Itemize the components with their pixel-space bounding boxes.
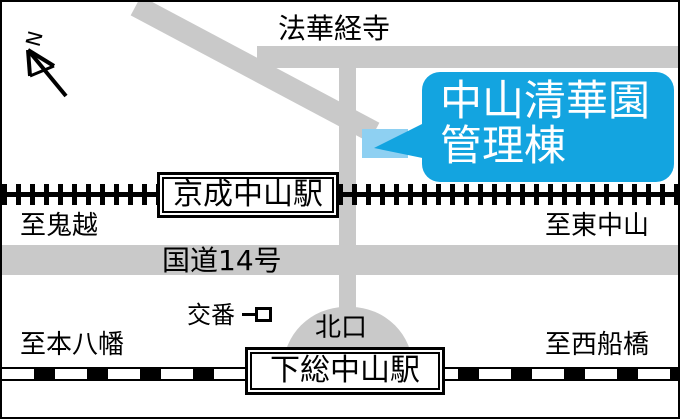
- railway-keisei-line: [2, 184, 678, 205]
- koban-symbol: [242, 307, 272, 322]
- callout-line-2: 管理棟: [440, 121, 567, 171]
- label-national-route-14: 国道14号: [162, 244, 282, 277]
- koban-connector-dash: [242, 313, 255, 316]
- label-direction-higashi-nakayama: 至東中山: [545, 211, 650, 241]
- label-direction-onigoe: 至鬼越: [20, 211, 99, 241]
- callout-balloon-nakayama-seikaen: 中山清華園 管理棟: [422, 72, 674, 182]
- label-direction-motoyawata: 至本八幡: [20, 330, 125, 360]
- label-north-exit: 北口: [315, 313, 368, 343]
- station-label-keisei-nakayama: 京成中山駅: [157, 172, 339, 218]
- compass-north-arrow: N: [21, 28, 68, 98]
- koban-box-icon: [255, 307, 272, 322]
- road-horizontal-north-left-stub: [257, 46, 297, 68]
- callout-line-1: 中山清華園: [440, 76, 651, 125]
- label-hokekyoji-temple: 法華経寺: [274, 14, 395, 44]
- railway-keisei-bar: [2, 192, 678, 197]
- station-label-keisei-nakayama-text: 京成中山駅: [162, 177, 334, 213]
- road-national-route-14: [2, 245, 678, 275]
- label-direction-nishifunabashi: 至西船橋: [545, 330, 650, 360]
- station-label-shimousa-nakayama-text: 下総中山駅: [250, 352, 440, 390]
- station-label-shimousa-nakayama: 下総中山駅: [245, 347, 445, 395]
- road-horizontal-north: [282, 46, 678, 68]
- svg-text:N: N: [21, 28, 48, 49]
- label-koban: 交番: [187, 301, 235, 329]
